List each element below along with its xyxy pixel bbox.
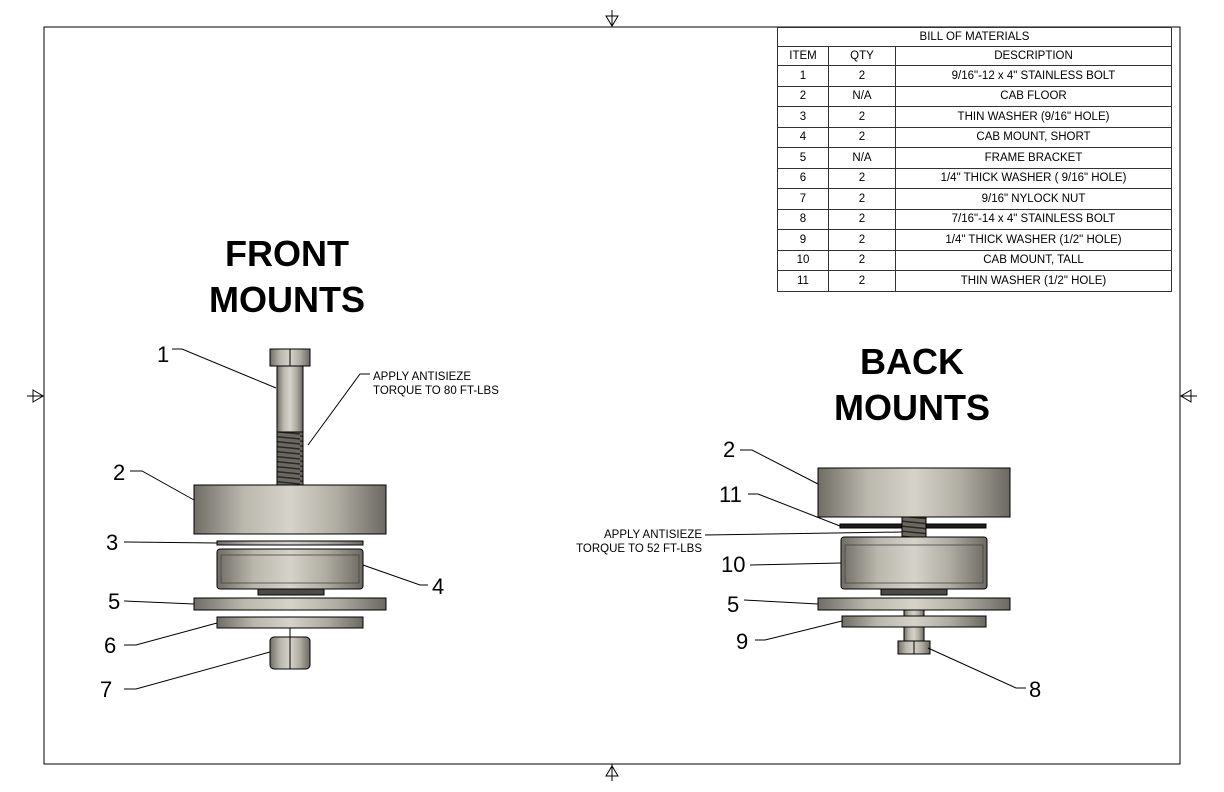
back-balloon-11: 11 [719,482,742,507]
bom-qty: 2 [828,229,896,251]
bom-qty: N/A [828,85,896,107]
bom-description: 7/16"-14 x 4" STAINLESS BOLT [895,208,1172,230]
bom-qty: 2 [828,249,896,271]
back-title-line1: BACK [860,341,964,382]
front-title-line1: FRONT [225,233,349,274]
front-thin-washer [216,540,364,546]
back-cab-floor [817,467,1011,518]
front-bolt-thread [276,431,304,486]
bom-item: 5 [777,147,829,169]
bom-item: 8 [777,208,829,230]
front-mount-base [257,588,325,596]
back-balloon-2: 2 [723,437,736,462]
front-balloon-3: 3 [106,530,119,555]
bom-qty: N/A [828,147,896,169]
back-torque-note: APPLY ANTISIEZE TORQUE TO 52 FT-LBS [570,528,702,556]
front-leaders [123,348,428,690]
back-mount-assembly [704,449,1026,689]
front-torque-note: APPLY ANTISIEZE TORQUE TO 80 FT-LBS [373,370,499,398]
front-bolt-shank [276,365,304,433]
bom-item: 1 [777,65,829,87]
centering-marks [27,10,1197,781]
back-balloon-10: 10 [721,552,746,577]
back-leaders [704,449,1026,689]
bom-description: FRAME BRACKET [895,147,1172,169]
bom-header-description: DESCRIPTION [895,46,1172,66]
front-frame-bracket [193,597,387,611]
bom-item: 10 [777,249,829,271]
bom-item: 4 [777,126,829,148]
bom-item: 11 [777,270,829,292]
back-frame-bracket [817,597,1011,611]
bom-item: 9 [777,229,829,251]
bom-qty: 2 [828,270,896,292]
back-title-line2: MOUNTS [834,387,990,428]
front-balloon-2: 2 [113,460,126,485]
bom-title: BILL OF MATERIALS [777,27,1172,47]
front-cab-floor [193,484,387,535]
bom-description: THIN WASHER (1/2" HOLE) [895,270,1172,292]
back-thick-washer [841,615,987,628]
bom-qty: 2 [828,126,896,148]
back-bolt-thread [901,516,927,538]
front-balloon-6: 6 [104,633,117,658]
bom-item: 3 [777,106,829,128]
front-balloon-7: 7 [100,677,113,702]
front-thick-washer [216,616,364,629]
bom-qty: 2 [828,208,896,230]
bill-of-materials-table: BILL OF MATERIALS ITEM QTY DESCRIPTION 1… [777,27,1172,292]
front-note-line1: APPLY ANTISIEZE [373,371,472,383]
bom-description: 9/16" NYLOCK NUT [895,188,1172,210]
bom-header-qty: QTY [828,46,896,66]
bom-description: 1/4" THICK WASHER ( 9/16" HOLE) [895,167,1172,189]
front-mounts-title: FRONT MOUNTS [187,231,387,323]
front-balloon-1: 1 [157,342,170,367]
bom-qty: 2 [828,65,896,87]
bom-item: 2 [777,85,829,107]
front-note-line2: TORQUE TO 80 FT-LBS [373,385,499,397]
front-balloon-5: 5 [108,589,121,614]
front-balloon-4: 4 [432,574,445,599]
bom-header-item: ITEM [777,46,829,66]
back-note-line1: APPLY ANTISIEZE [603,529,702,541]
bom-description: CAB FLOOR [895,85,1172,107]
back-mount-base [880,588,948,596]
back-balloon-5: 5 [727,592,740,617]
bom-item: 7 [777,188,829,210]
bom-description: 9/16"-12 x 4" STAINLESS BOLT [895,65,1172,87]
bom-description: CAB MOUNT, TALL [895,249,1172,271]
back-balloon-9: 9 [736,629,749,654]
bom-qty: 2 [828,106,896,128]
front-title-line2: MOUNTS [209,279,365,320]
bom-description: 1/4" THICK WASHER (1/2" HOLE) [895,229,1172,251]
back-note-line2: TORQUE TO 52 FT-LBS [576,543,702,555]
bom-description: CAB MOUNT, SHORT [895,126,1172,148]
back-mounts-title: BACK MOUNTS [812,339,1012,431]
bom-qty: 2 [828,167,896,189]
back-balloon-8: 8 [1029,677,1042,702]
bom-item: 6 [777,167,829,189]
bom-description: THIN WASHER (9/16" HOLE) [895,106,1172,128]
bom-qty: 2 [828,188,896,210]
front-mount-assembly [123,348,428,690]
